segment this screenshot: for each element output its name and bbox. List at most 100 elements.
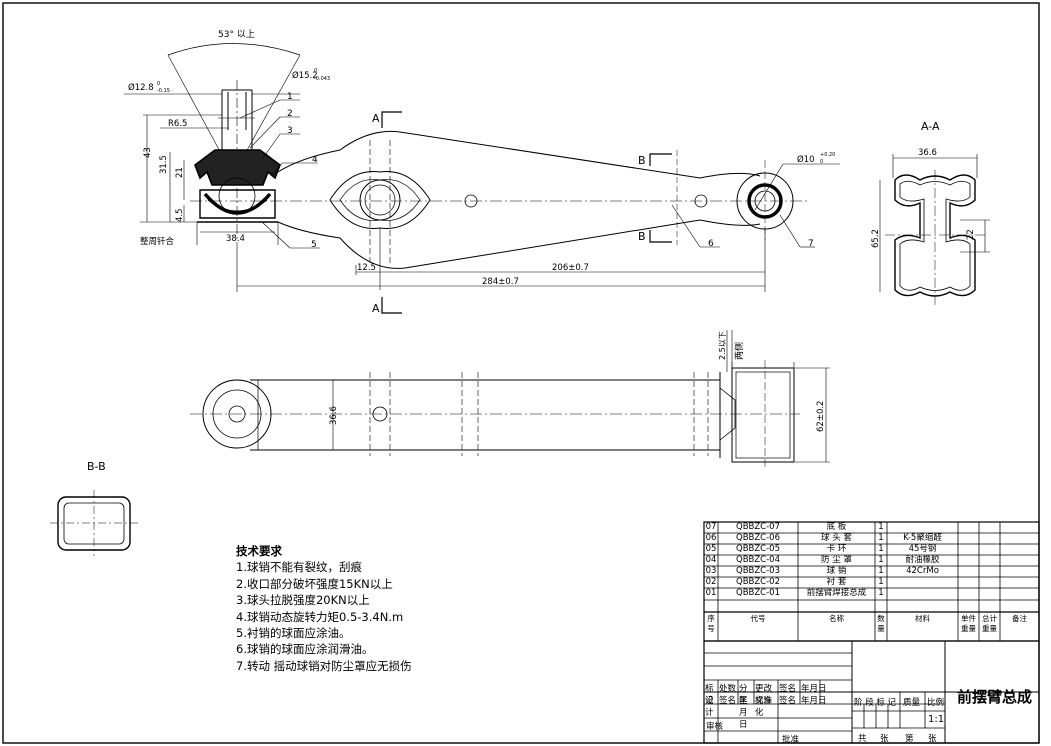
dim-315: 31.5	[159, 155, 169, 174]
section-markers	[381, 111, 672, 314]
bom-cell-name: 球 头 套	[821, 533, 852, 543]
tech-req-title: 技术要求	[236, 544, 282, 558]
tech-req-item: 5.衬销的球面应涂油。	[236, 626, 351, 641]
bom-cell-code: QBBZC-06	[736, 533, 780, 543]
bom-cell-no: 05	[705, 544, 717, 554]
tech-req-item: 6.球销的球面应涂润滑油。	[236, 642, 374, 657]
dim-top-366: 36.6	[329, 406, 339, 425]
dim-angle: 53° 以上	[218, 29, 255, 40]
bom-cell-name: 前摆臂焊接总成	[806, 588, 867, 598]
cut-label-b-bottom: B	[638, 230, 646, 243]
bom-header-code: 代号	[750, 614, 766, 623]
dim-phi15-tol: -0.043	[314, 76, 330, 82]
balloon-5: 3	[287, 126, 293, 136]
dim-21: 21	[175, 167, 185, 178]
balloon-7: 5	[311, 240, 317, 250]
bom-cell-name: 底 板	[826, 522, 847, 532]
weld-note: 整周钎合	[140, 236, 175, 247]
bom-cell-qty: 1	[878, 533, 884, 543]
tech-requirements: 技术要求 1.球销不能有裂纹，刮痕 2.收口部分破坏强度15KN以上 3.球头拉…	[236, 543, 412, 674]
bom-cell-name: 卡 环	[826, 544, 847, 554]
dim-r65: R6.5	[168, 119, 187, 129]
bom-cell-no: 04	[705, 555, 717, 565]
balloon-6: 4	[312, 155, 318, 165]
arm-body	[190, 130, 810, 269]
bom-cell-material: 45号钢	[908, 544, 937, 554]
bom-cell-material: 42CrMo	[906, 566, 939, 576]
tech-req-item: 2.收口部分破坏强度15KN以上	[236, 576, 393, 591]
dim-phi15-tol-top: 0	[314, 68, 317, 74]
top-view	[190, 330, 830, 470]
bom-header-total_weight: 总计重量	[982, 614, 997, 633]
title-block	[703, 640, 1040, 744]
section-bb-view	[50, 490, 138, 556]
balloon-2: 7	[808, 239, 814, 249]
bom-cell-material: K-5聚缩醛	[903, 533, 942, 543]
bom-cell-qty: 1	[878, 544, 884, 554]
dim-top-25: 2.5以下	[718, 331, 727, 360]
dim-aa-22: 22	[966, 229, 976, 240]
dim-phi128-tol-top: 0	[157, 81, 160, 87]
dim-aa-366: 36.6	[918, 148, 937, 158]
bom-cell-code: QBBZC-02	[736, 577, 780, 587]
dim-top-62: 62±0.2	[816, 401, 826, 432]
bom-cell-no: 03	[705, 566, 717, 576]
bom-header-unit_weight: 单件重量	[961, 614, 976, 633]
bom-cell-name: 衬 套	[826, 577, 847, 587]
bom-cell-code: QBBZC-04	[736, 555, 780, 565]
dim-phi10-tol2: 0	[820, 159, 823, 165]
dim-phi10-tol: +0.20	[820, 152, 835, 158]
bom-cell-no: 07	[705, 522, 717, 532]
bom-header-material: 材料	[915, 614, 930, 623]
bom-cell-qty: 1	[878, 522, 884, 532]
dim-phi10: Ø10	[797, 154, 815, 165]
dim-phi128: Ø12.8	[128, 82, 154, 93]
section-bb-label: B-B	[87, 460, 106, 473]
bom-cell-name: 防 尘 罩	[821, 555, 852, 565]
dim-aa-652: 65.2	[871, 229, 881, 248]
bom-cell-qty: 1	[878, 555, 884, 565]
tech-req-item: 1.球销不能有裂纹，刮痕	[236, 560, 362, 575]
dim-phi128-tol: -0.15	[157, 88, 170, 94]
bom-cell-qty: 1	[878, 566, 884, 576]
tech-req-item: 7.转动 摇动球销对防尘罩应无损伤	[236, 658, 412, 673]
bom-table	[703, 521, 1040, 642]
bom-cell-code: QBBZC-01	[736, 588, 780, 598]
dim-384: 38.4	[226, 234, 245, 244]
dim-top-both: 两侧	[733, 342, 745, 360]
bom-cell-qty: 1	[878, 577, 884, 587]
bom-cell-no: 01	[705, 588, 717, 598]
balloon-3: 1	[287, 92, 293, 102]
tech-req-item: 4.球销动态旋转力矩0.5-3.4N.m	[236, 609, 404, 624]
cut-label-a-top: A	[372, 112, 380, 125]
angle-arc	[167, 43, 301, 56]
cut-label-b-top: B	[638, 154, 646, 167]
section-aa-view	[879, 154, 990, 305]
dim-43: 43	[143, 147, 153, 158]
dim-206: 206±0.7	[552, 263, 589, 273]
tech-req-item: 3.球头拉脱强度20KN以上	[236, 593, 370, 608]
bom-header-no: 序号	[707, 614, 715, 633]
bom-header-name: 名称	[829, 614, 844, 623]
bom-header-qty: 数量	[877, 614, 885, 633]
bom-cell-name: 球 销	[826, 566, 847, 576]
bom-cell-no: 06	[705, 533, 717, 543]
bom-cell-code: QBBZC-07	[736, 522, 780, 532]
bom-cell-material: 耐油橡胶	[905, 555, 940, 565]
balloon-1: 6	[708, 239, 714, 249]
ball-housing	[194, 149, 281, 223]
section-aa-label: A-A	[921, 120, 940, 133]
bom-cell-qty: 1	[878, 588, 884, 598]
bom-header-remark: 备注	[1012, 614, 1027, 623]
bom-cell-no: 02	[705, 577, 717, 587]
balloon-4: 2	[287, 109, 293, 119]
front-dimension-lines	[124, 93, 840, 292]
dim-45: 4.5	[175, 208, 185, 222]
bom-cell-code: QBBZC-03	[736, 566, 780, 576]
dim-125: 12.5	[357, 263, 376, 273]
dim-phi15: Ø15.2	[292, 70, 318, 81]
dim-284: 284±0.7	[482, 277, 519, 287]
front-view: 53° 以上	[124, 29, 840, 315]
